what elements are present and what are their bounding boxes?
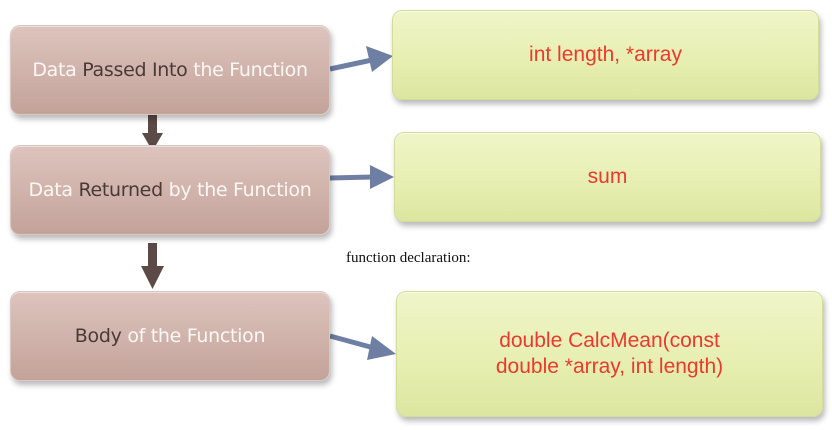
data-passed-box: Data Passed Into the Function xyxy=(10,25,330,115)
function-body-box: Body of the Function xyxy=(10,291,330,381)
declaration-line-2: double *array, int length) xyxy=(495,355,724,378)
data-returned-word1: Data xyxy=(28,179,73,201)
down-arrow-1 xyxy=(142,115,163,151)
data-returned-box: Data Returned by the Function xyxy=(10,145,330,235)
data-passed-word1: Data xyxy=(32,59,77,81)
function-declaration-caption: function declaration: xyxy=(346,250,471,266)
passed-value-box: int length, *array xyxy=(392,10,819,100)
declaration-line-1: double CalcMean(const xyxy=(499,328,720,352)
data-returned-word2: Returned xyxy=(78,179,163,201)
returned-value-text: sum xyxy=(587,164,628,188)
side-arrow-1 xyxy=(329,46,393,72)
data-passed-word2: Passed Into xyxy=(82,59,188,81)
returned-value-box: sum xyxy=(394,132,821,222)
side-arrow-2 xyxy=(329,165,394,189)
data-returned-word3: by the Function xyxy=(168,179,312,201)
data-passed-word3: the Function xyxy=(193,59,308,81)
declaration-value-box: double CalcMean(const double *array, int… xyxy=(396,291,823,417)
passed-value-text: int length, *array xyxy=(529,42,682,66)
down-arrow-2 xyxy=(141,243,164,289)
function-body-word2: of the Function xyxy=(127,325,266,347)
function-body-word1: Body xyxy=(74,325,122,347)
side-arrow-3 xyxy=(329,333,396,360)
